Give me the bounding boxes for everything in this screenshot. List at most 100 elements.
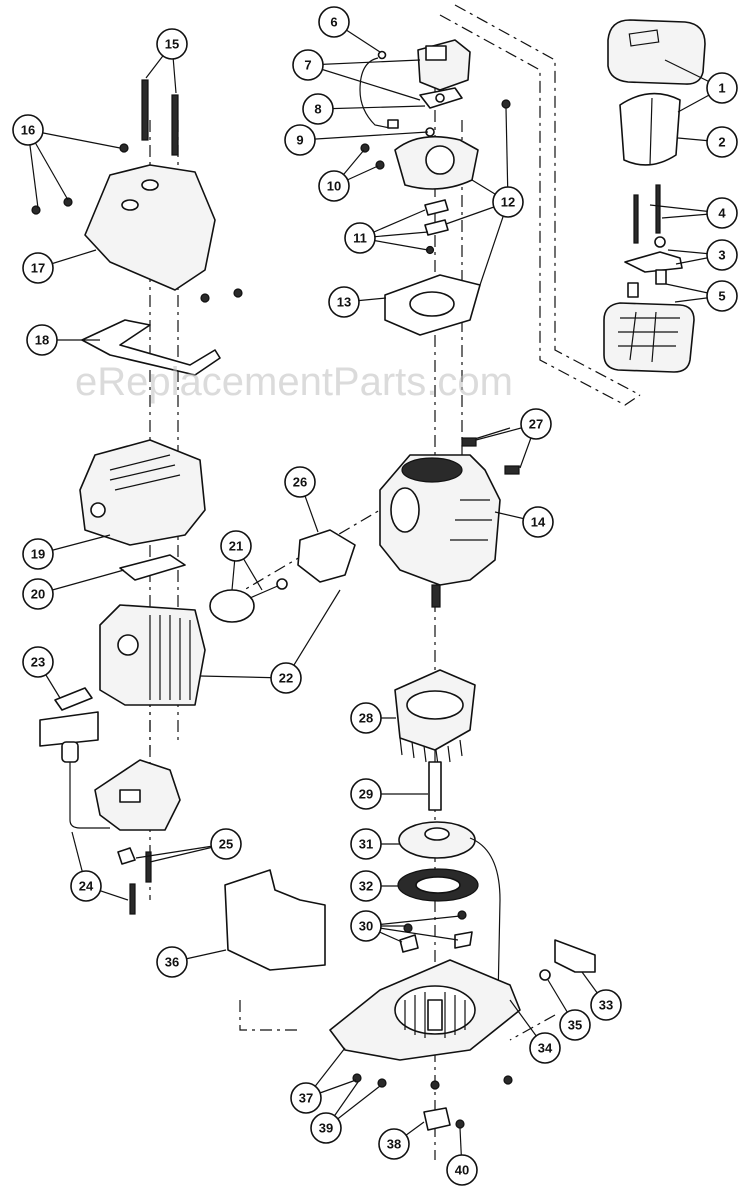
callout-number-3: 3 bbox=[718, 248, 725, 263]
callout-number-36: 36 bbox=[165, 955, 179, 970]
spark-plug bbox=[54, 687, 93, 711]
fuel-tank-guard bbox=[224, 869, 326, 971]
callout-circle-29 bbox=[350, 778, 382, 810]
choke-bracket bbox=[624, 251, 683, 273]
callout-number-8: 8 bbox=[314, 102, 321, 117]
callout-circle-4 bbox=[706, 197, 738, 229]
flange-nut bbox=[423, 1107, 451, 1131]
flywheel-shaft bbox=[428, 761, 442, 811]
callout-number-10: 10 bbox=[327, 179, 341, 194]
cylinder bbox=[99, 604, 206, 706]
callout-number-7: 7 bbox=[304, 58, 311, 73]
callout-circle-26 bbox=[284, 466, 316, 498]
callout-leader-7 bbox=[307, 64, 421, 101]
carburetor-group bbox=[359, 39, 511, 336]
air-cleaner-screw bbox=[633, 194, 639, 244]
callout-circle-38 bbox=[378, 1128, 410, 1160]
callout-number-32: 32 bbox=[359, 879, 373, 894]
starter-handle bbox=[554, 939, 596, 973]
callout-number-6: 6 bbox=[330, 15, 337, 30]
callout-circle-21 bbox=[220, 530, 252, 562]
callout-leader-9 bbox=[299, 131, 429, 141]
callout-number-12: 12 bbox=[501, 195, 515, 210]
callout-circle-28 bbox=[350, 702, 382, 734]
callout-circle-16 bbox=[12, 114, 44, 146]
muffler-bracket bbox=[81, 319, 221, 376]
callout-number-30: 30 bbox=[359, 919, 373, 934]
callout-circle-7 bbox=[292, 49, 324, 81]
callout-circle-33 bbox=[590, 989, 622, 1021]
callout-circle-6 bbox=[318, 6, 350, 38]
muffler-gasket bbox=[119, 554, 186, 581]
callout-circle-18 bbox=[26, 324, 58, 356]
callout-number-24: 24 bbox=[79, 879, 94, 894]
callout-number-9: 9 bbox=[296, 133, 303, 148]
callout-number-1: 1 bbox=[718, 81, 725, 96]
callout-number-18: 18 bbox=[35, 333, 49, 348]
callout-circle-34 bbox=[529, 1032, 561, 1064]
starter-group bbox=[224, 669, 596, 1131]
muffler bbox=[79, 439, 206, 546]
cylinder-group bbox=[39, 529, 356, 747]
callout-number-4: 4 bbox=[718, 206, 726, 221]
muffler-group bbox=[31, 79, 243, 581]
callout-number-22: 22 bbox=[279, 671, 293, 686]
callout-circle-19 bbox=[22, 538, 54, 570]
callout-circle-25 bbox=[210, 828, 242, 860]
callout-number-2: 2 bbox=[718, 135, 725, 150]
callout-number-28: 28 bbox=[359, 711, 373, 726]
callout-circle-32 bbox=[350, 870, 382, 902]
callout-circle-13 bbox=[328, 286, 360, 318]
air-cleaner-screw bbox=[655, 184, 661, 234]
ignition-group bbox=[61, 741, 181, 915]
air-cleaner-base bbox=[603, 302, 695, 373]
callout-circle-5 bbox=[706, 280, 738, 312]
callout-number-15: 15 bbox=[165, 37, 179, 52]
callout-number-35: 35 bbox=[568, 1018, 582, 1033]
callout-circle-24 bbox=[70, 870, 102, 902]
callout-circle-1 bbox=[706, 72, 738, 104]
callout-layer: 1234567891011121314151617181920212223242… bbox=[12, 6, 738, 1186]
callout-number-29: 29 bbox=[359, 787, 373, 802]
callout-leader-8 bbox=[317, 105, 426, 110]
air-filter-element bbox=[619, 92, 681, 166]
callout-circle-36 bbox=[156, 946, 188, 978]
callout-circle-39 bbox=[310, 1112, 342, 1144]
callout-leader-7 bbox=[307, 59, 421, 66]
callout-number-14: 14 bbox=[531, 515, 546, 530]
callout-circle-17 bbox=[22, 252, 54, 284]
callout-number-5: 5 bbox=[718, 289, 725, 304]
cylinder-gasket bbox=[297, 529, 356, 583]
callout-number-27: 27 bbox=[529, 417, 543, 432]
callout-number-33: 33 bbox=[599, 998, 613, 1013]
callout-number-26: 26 bbox=[293, 475, 307, 490]
callout-number-23: 23 bbox=[31, 655, 45, 670]
callout-number-25: 25 bbox=[219, 837, 233, 852]
callout-circle-8 bbox=[302, 93, 334, 125]
callout-circle-10 bbox=[318, 170, 350, 202]
callout-circle-11 bbox=[344, 222, 376, 254]
callout-circle-23 bbox=[22, 646, 54, 678]
callout-circle-37 bbox=[290, 1082, 322, 1114]
callout-circle-2 bbox=[706, 126, 738, 158]
callout-circle-30 bbox=[350, 910, 382, 942]
callout-number-17: 17 bbox=[31, 261, 45, 276]
callout-circle-14 bbox=[522, 506, 554, 538]
callout-number-39: 39 bbox=[319, 1121, 333, 1136]
watermark: eReplacementParts.com bbox=[75, 360, 513, 404]
callout-circle-22 bbox=[270, 662, 302, 694]
callout-number-40: 40 bbox=[455, 1163, 469, 1178]
callout-number-34: 34 bbox=[538, 1041, 553, 1056]
callout-number-20: 20 bbox=[31, 587, 45, 602]
callout-number-11: 11 bbox=[353, 231, 367, 246]
callout-circle-9 bbox=[284, 124, 316, 156]
muffler-cover bbox=[84, 164, 216, 291]
callout-number-16: 16 bbox=[21, 123, 35, 138]
callout-number-37: 37 bbox=[299, 1091, 313, 1106]
callout-number-13: 13 bbox=[337, 295, 351, 310]
callout-circle-20 bbox=[22, 578, 54, 610]
callout-circle-40 bbox=[446, 1154, 478, 1186]
callout-circle-31 bbox=[350, 828, 382, 860]
